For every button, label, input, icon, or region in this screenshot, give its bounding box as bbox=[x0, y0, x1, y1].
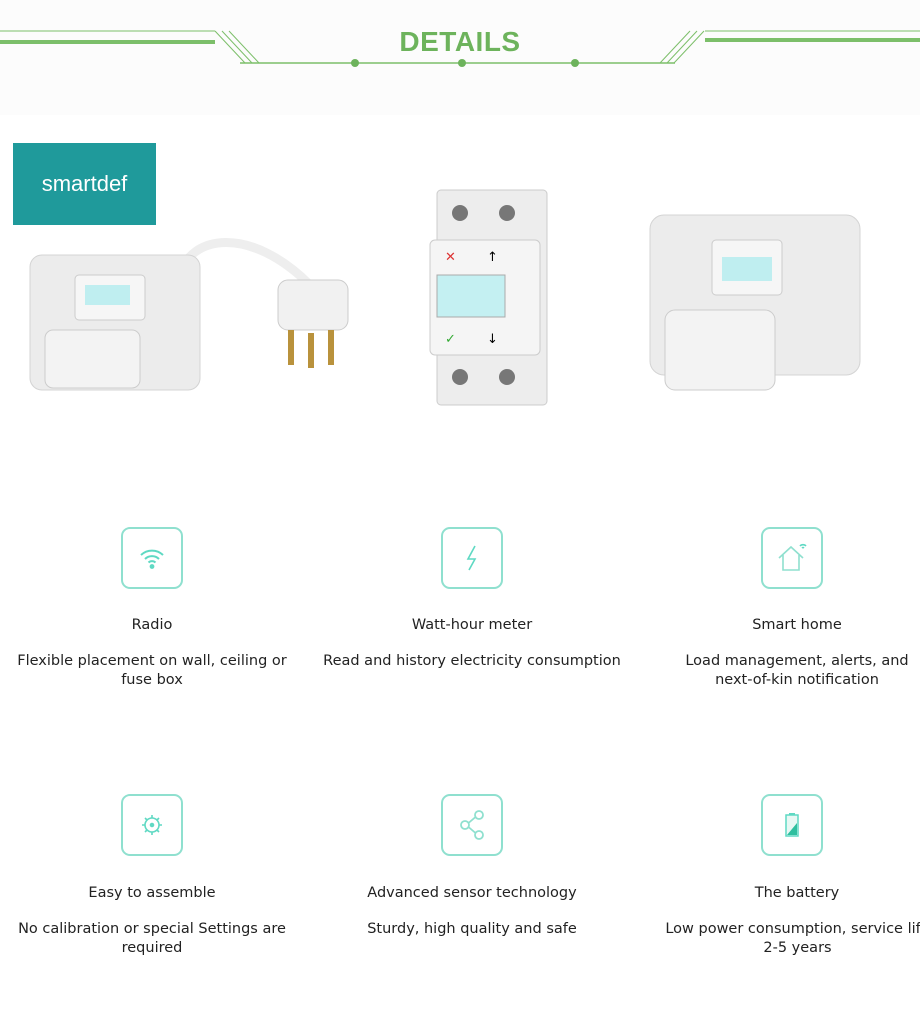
plug-device-image bbox=[29, 238, 349, 391]
feature-title: Easy to assemble bbox=[88, 885, 216, 901]
gear-icon bbox=[121, 794, 183, 856]
share-icon bbox=[441, 794, 503, 856]
smart-home-icon bbox=[761, 527, 823, 589]
feature-description: Read and history electricity consumption bbox=[323, 653, 621, 669]
feature-title: Smart home bbox=[752, 617, 842, 633]
feature-description: No calibration or special Settings are r… bbox=[18, 921, 286, 956]
lightning-icon bbox=[441, 527, 503, 589]
svg-text:↑: ↑ bbox=[487, 250, 498, 265]
feature-title: Advanced sensor technology bbox=[367, 885, 577, 901]
meter-device-image bbox=[649, 214, 861, 391]
din-rail-meter-image: ✕ ↑ ✓ ↓ bbox=[429, 189, 548, 406]
feature-description: Sturdy, high quality and safe bbox=[367, 921, 577, 937]
feature-title: Radio bbox=[131, 617, 173, 633]
battery-icon bbox=[761, 794, 823, 856]
brand-logo: smartdef bbox=[13, 143, 156, 225]
feature-title: The battery bbox=[754, 885, 840, 901]
svg-text:↓: ↓ bbox=[487, 332, 498, 347]
feature-description: Low power consumption, service life 2-5 … bbox=[665, 921, 920, 956]
feature-title: Watt-hour meter bbox=[411, 617, 533, 633]
svg-text:✕: ✕ bbox=[445, 250, 456, 265]
svg-text:✓: ✓ bbox=[445, 332, 456, 347]
wifi-icon bbox=[121, 527, 183, 589]
decorative-lines bbox=[0, 30, 920, 67]
feature-description: Flexible placement on wall, ceiling or f… bbox=[17, 653, 287, 688]
page-title: DETAILS bbox=[399, 26, 521, 57]
feature-description: Load management, alerts, and next-of-kin… bbox=[685, 653, 909, 688]
header-banner: DETAILS bbox=[0, 0, 920, 115]
